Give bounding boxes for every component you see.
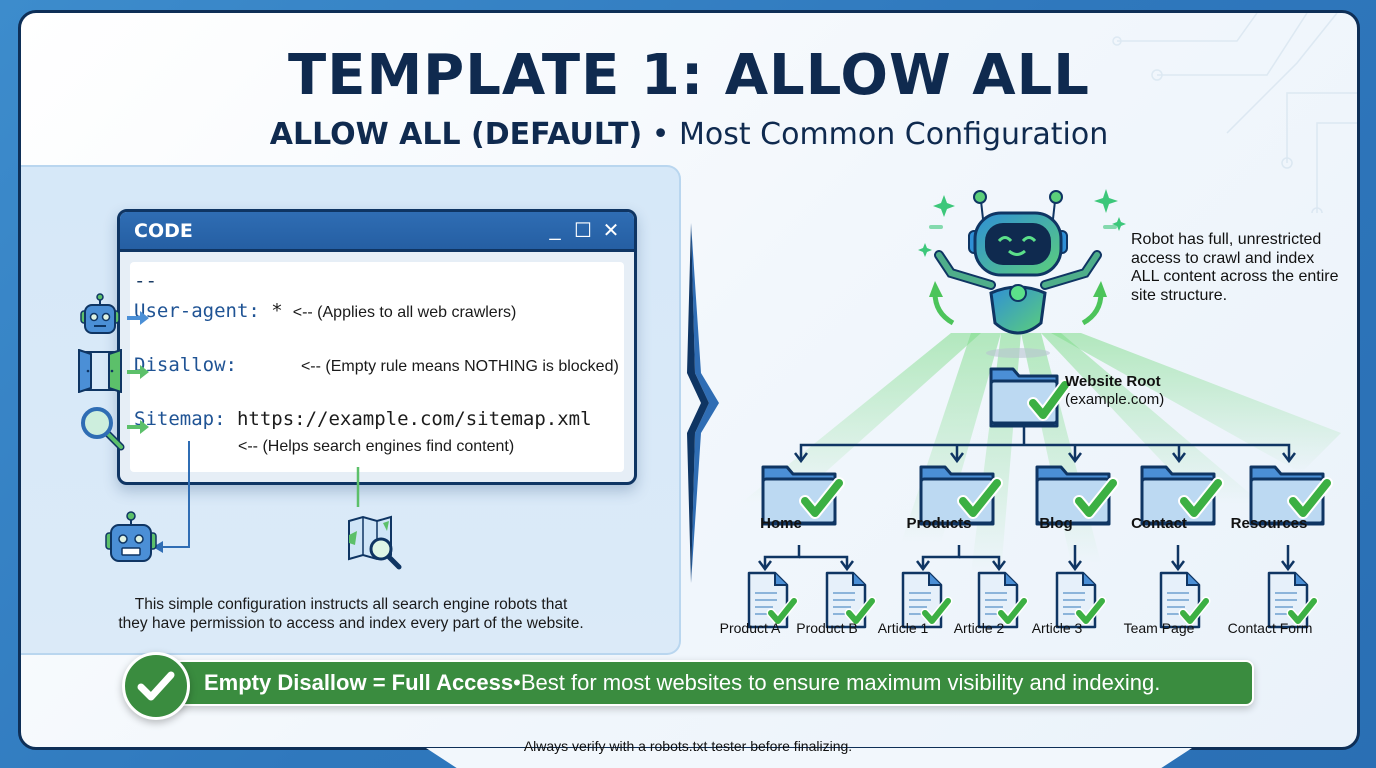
happy-robot-icon [929,190,1107,358]
config-description: This simple configuration instructs all … [21,595,681,633]
description-line-2: they have permission to access and index… [118,615,584,632]
folder-label-resources: Resources [1230,515,1308,532]
root-folder-icon [989,367,1071,428]
leaf-label: Contact Form [1227,620,1313,636]
folder-label-contact: Contact [1131,515,1187,532]
arrow-icon [127,311,149,325]
subtitle-bold: ALLOW ALL (DEFAULT) [269,117,643,152]
leaf-label: Article 1 [877,620,929,636]
minimize-icon[interactable]: _ [549,219,561,241]
folder-label-blog: Blog [1039,515,1073,532]
user-agent-key: User-agent: [134,300,260,322]
code-line-user-agent: User-agent: * <-- (Applies to all web cra… [134,300,516,322]
folder-label-products: Products [906,515,972,532]
root-label: Website Root (example.com) [1065,373,1164,409]
disallow-comment: <-- (Empty rule means NOTHING is blocked… [300,358,619,375]
banner-bold: Empty Disallow = Full Access [204,670,514,695]
magnifier-icon [81,407,125,451]
leaf-label: Article 3 [1031,620,1083,636]
sitemap-key: Sitemap: [134,408,226,430]
maximize-icon[interactable]: ☐ [574,220,592,242]
banner-sep: • [513,670,521,695]
open-door-icon [78,349,122,393]
code-body: -- User-agent: * <-- (Applies to all web … [130,262,624,472]
robot-description: Robot has full, unrestricted access to c… [1131,231,1339,304]
folder-label-home: Home [760,515,802,532]
robot-icon [80,293,120,334]
user-agent-comment: <-- (Applies to all web crawlers) [292,304,517,321]
root-name: Website Root [1065,373,1161,390]
subtitle-rest: Most Common Configuration [678,117,1109,152]
check-circle-icon [122,652,190,720]
arrow-icon [127,420,149,434]
leaf-label: Product A [719,620,781,636]
disallow-key: Disallow: [134,354,237,376]
code-line-disallow: Disallow: <-- (Empty rule means NOTHING i… [134,354,619,376]
arrow-icon [127,365,149,379]
infographic-frame: TEMPLATE 1: ALLOW ALL ALLOW ALL (DEFAULT… [18,10,1360,750]
map-search-icon [348,515,402,570]
code-separator: -- [134,270,157,292]
sitemap-comment: <-- (Helps search engines find content) [238,438,515,455]
close-icon[interactable]: ✕ [602,220,620,242]
leaf-label: Product B [796,620,858,636]
page-title: TEMPLATE 1: ALLOW ALL [288,43,1090,108]
code-panel: CODE _ ☐ ✕ -- User-agent: * <-- (Applies … [21,165,681,655]
footer-note: Always verify with a robots.txt tester b… [523,738,853,754]
code-titlebar: CODE _ ☐ ✕ [120,212,634,252]
user-agent-value: * [259,300,283,322]
site-tree-diagram [741,189,1341,573]
description-line-1: This simple configuration instructs all … [134,596,568,613]
code-window: CODE _ ☐ ✕ -- User-agent: * <-- (Applies … [117,209,637,485]
divider-chevron-icon [687,223,719,583]
root-domain: (example.com) [1065,391,1165,408]
circuit-decoration [1112,13,1357,213]
window-controls: _ ☐ ✕ [546,218,620,243]
sitemap-value: https://example.com/sitemap.xml [225,408,592,430]
code-window-title: CODE [134,219,193,242]
code-line-sitemap: Sitemap: https://example.com/sitemap.xml [134,408,592,430]
banner-rest: Best for most websites to ensure maximum… [520,670,1161,695]
leaf-label: Team Page [1123,620,1195,636]
connector-lines [153,441,360,553]
subtitle-sep: • [642,117,679,152]
crawler-robot-icon [105,511,157,562]
page-subtitle: ALLOW ALL (DEFAULT) • Most Common Config… [21,117,1357,152]
summary-banner: Empty Disallow = Full Access • Best for … [146,660,1254,706]
leaf-label: Article 2 [953,620,1005,636]
bottom-tab [426,748,1192,768]
